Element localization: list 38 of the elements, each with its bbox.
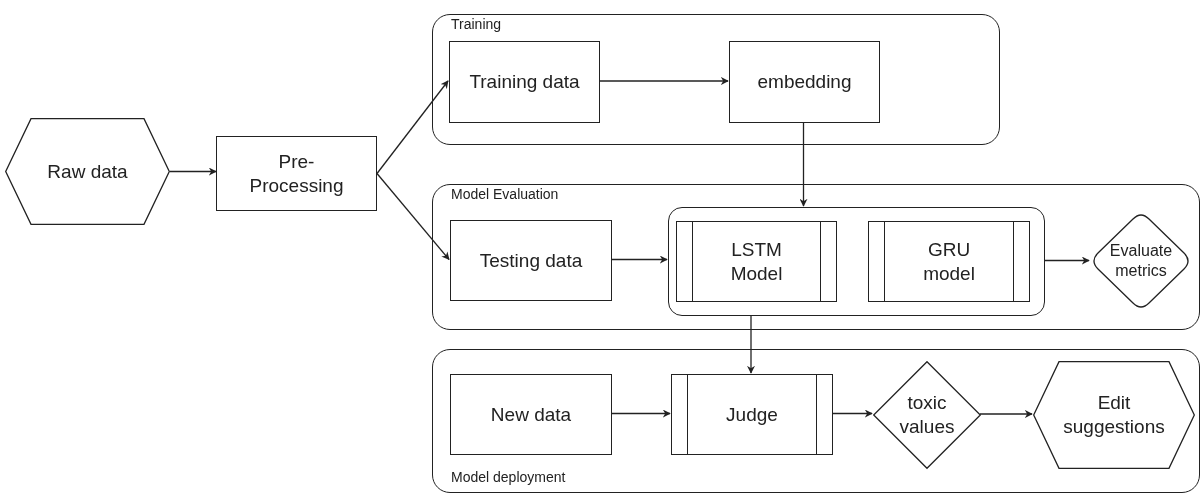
arrow [598,77,729,85]
process-box [450,220,612,301]
arrow [376,80,449,175]
group-panel [432,349,1200,493]
node-label: Evaluate metrics [1108,241,1174,281]
group-panel [432,184,1200,330]
process-box [450,374,612,455]
group-heading: Model deployment [451,468,566,486]
arrow [610,255,668,264]
group-heading: Model Evaluation [451,186,559,204]
node-label: toxic values [898,391,956,439]
node-label: LSTM Model [729,237,784,286]
model-group-box [668,207,1045,316]
subprocess-box [868,221,1030,302]
node-label: Testing data [479,248,583,273]
node-label: Edit suggestions [1062,391,1166,439]
node-label: embedding [757,70,852,94]
node-label: GRU model [922,237,976,286]
arrow [799,121,808,207]
arrow [979,410,1033,418]
node-label: Judge [726,402,778,427]
subprocess-box [676,221,837,302]
group-heading: Training [451,16,502,34]
node-label: New data [490,402,572,427]
arrow [610,409,671,418]
node-label: Pre-Processing [248,149,345,198]
node-label: Training data [469,70,580,94]
process-box [449,41,600,123]
subprocess-box [671,374,833,455]
process-box [729,41,880,123]
node-label: Raw data [47,159,128,184]
arrow [831,409,873,418]
group-panel [432,14,1000,145]
arrow [747,314,755,374]
arrow [1043,256,1090,265]
process-box [216,136,377,211]
arrow [169,167,217,176]
arrow [376,172,450,261]
